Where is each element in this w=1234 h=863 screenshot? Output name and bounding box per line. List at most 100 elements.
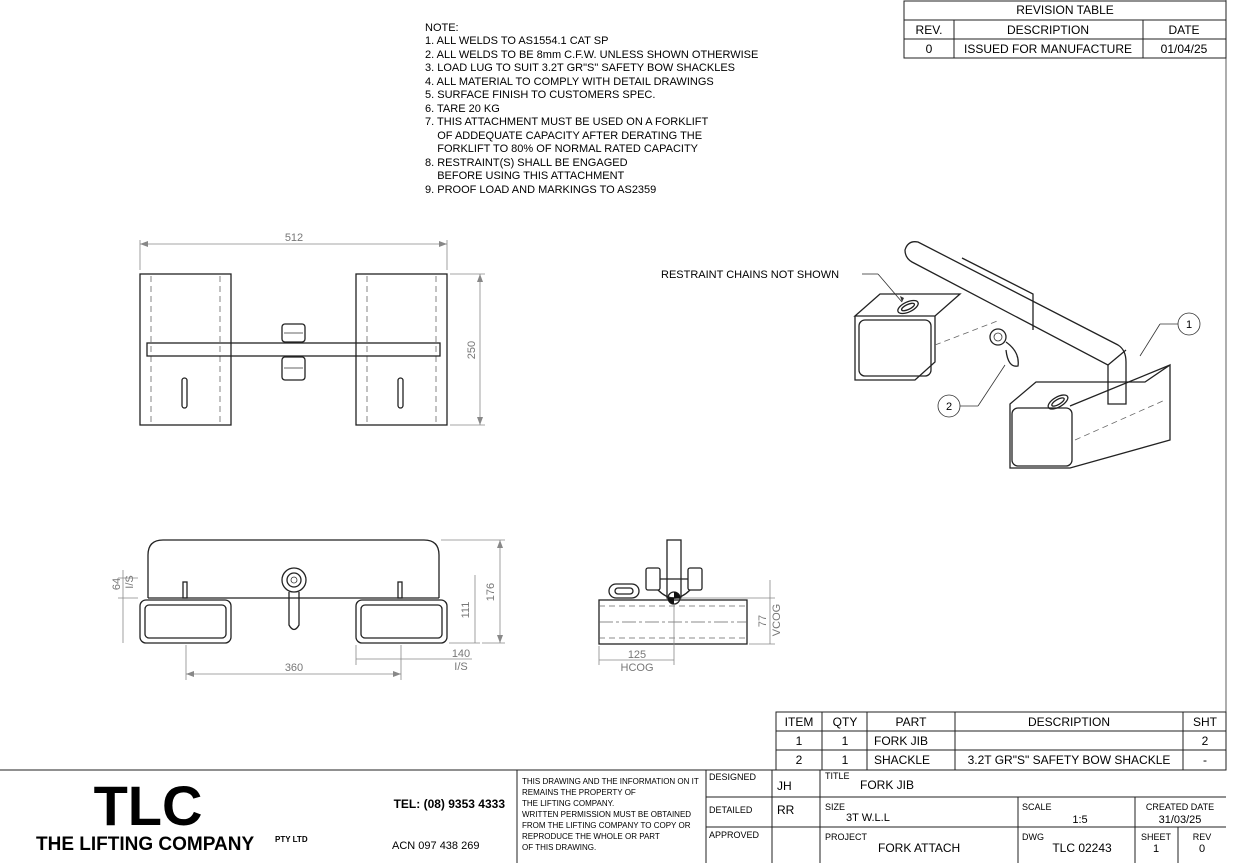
- bom-header-part: PART: [896, 715, 928, 729]
- iso-right-pocket: [1009, 363, 1171, 469]
- dim-inner-label: I/S: [454, 661, 467, 673]
- dim-top-width: 512: [285, 232, 303, 244]
- side-nut-right: [687, 567, 703, 591]
- pocket-left-front: [139, 599, 232, 644]
- dim-inner-140: 140: [452, 648, 470, 660]
- note-line: 2. ALL WELDS TO BE 8mm C.F.W. UNLESS SHO…: [425, 49, 758, 61]
- pin-left: [182, 581, 188, 599]
- jib-beam: [146, 342, 441, 357]
- isometric-view: RESTRAINT CHAINS NOT SHOWN 1 2: [661, 241, 1201, 469]
- dim-is-label: I/S: [124, 575, 136, 588]
- note-line: 9. PROOF LOAD AND MARKINGS TO AS2359: [425, 184, 656, 196]
- created-label: CREATED DATE: [1146, 802, 1214, 812]
- shackle-nut-bottom: [281, 356, 306, 381]
- front-view: 64 I/S 111 176 360 140 I/S: [111, 539, 505, 680]
- bom-header-sht: SHT: [1193, 715, 1218, 729]
- disclaimer-line: FROM THE LIFTING COMPANY TO COPY OR: [522, 821, 691, 830]
- dim-side-125: 125: [628, 649, 646, 661]
- note-line: 1. ALL WELDS TO AS1554.1 CAT SP: [425, 35, 608, 47]
- iso-left-pocket-top: [853, 293, 962, 317]
- disclaimer-line: THE LIFTING COMPANY.: [522, 799, 614, 808]
- revision-header-rev: REV.: [916, 23, 943, 37]
- sheet-label: SHEET: [1141, 832, 1172, 842]
- fork-pocket-right: [355, 273, 448, 426]
- shackle-bow-front: [288, 592, 300, 631]
- bom-table: ITEM QTY PART DESCRIPTION SHT 1 1 FORK J…: [775, 711, 1227, 771]
- fork-pocket-left: [139, 273, 232, 426]
- disclaimer-line: OF THIS DRAWING.: [522, 843, 596, 852]
- company-name: THE LIFTING COMPANY: [36, 834, 254, 855]
- size-value: 3T W.L.L: [846, 812, 890, 824]
- disclaimer-line: REMAINS THE PROPERTY OF: [522, 788, 636, 797]
- pocket-right-front: [355, 599, 448, 644]
- note-line: OF ADDEQUATE CAPACITY AFTER DERATING THE: [425, 130, 702, 142]
- created-value: 31/03/25: [1159, 814, 1202, 826]
- slot-left: [181, 377, 188, 409]
- dim-side-77: 77: [757, 615, 769, 627]
- bom-cell: -: [1203, 753, 1207, 767]
- note-line: 3. LOAD LUG TO SUIT 3.2T GR"S" SAFETY BO…: [425, 62, 735, 74]
- bom-header-description: DESCRIPTION: [1028, 715, 1110, 729]
- side-plate: [666, 539, 682, 599]
- size-label: SIZE: [825, 802, 845, 812]
- company-logo: TLC: [94, 774, 203, 837]
- bom-cell: 1: [842, 734, 849, 748]
- iso-shackle-nut: [989, 328, 1007, 346]
- bom-header-qty: QTY: [833, 715, 858, 729]
- dim-side-vcog: VCOG: [771, 604, 783, 636]
- bom-cell: FORK JIB: [874, 734, 928, 748]
- disclaimer-line: THIS DRAWING AND THE INFORMATION ON IT: [522, 777, 699, 786]
- dim-is-height: 64: [111, 578, 123, 590]
- dim-top-height: 250: [466, 341, 478, 359]
- iso-shackle-bow: [1005, 341, 1019, 367]
- note-line: BEFORE USING THIS ATTACHMENT: [425, 170, 625, 182]
- revision-header-date: DATE: [1168, 23, 1199, 37]
- iso-jib-plate: [904, 241, 1127, 405]
- dim-height-176: 176: [485, 583, 497, 601]
- title-label: TITLE: [825, 771, 850, 781]
- company-tel: TEL: (08) 9353 4333: [394, 797, 506, 811]
- rev-label: REV: [1193, 832, 1212, 842]
- company-suffix: PTY LTD: [275, 835, 308, 844]
- bom-cell: 2: [796, 753, 803, 767]
- balloon-1-label: 1: [1186, 319, 1192, 331]
- dwg-label: DWG: [1022, 832, 1044, 842]
- disclaimer-line: WRITTEN PERMISSION MUST BE OBTAINED: [522, 810, 691, 819]
- side-nut-left: [645, 567, 661, 591]
- dim-side-hcog: HCOG: [621, 662, 654, 674]
- scale-value: 1:5: [1072, 814, 1087, 826]
- revision-cell-description: ISSUED FOR MANUFACTURE: [964, 42, 1132, 56]
- note-line: FORKLIFT TO 80% OF NORMAL RATED CAPACITY: [425, 143, 699, 155]
- top-view: 512 250: [139, 232, 485, 426]
- revision-table-frame: [903, 0, 1227, 59]
- note-line: 7. THIS ATTACHMENT MUST BE USED ON A FOR…: [425, 116, 708, 128]
- detailed-value: RR: [777, 803, 795, 817]
- side-view: 125 HCOG 77 VCOG: [598, 539, 783, 674]
- bom-cell: 3.2T GR"S" SAFETY BOW SHACKLE: [968, 753, 1171, 767]
- revision-cell-rev: 0: [926, 42, 933, 56]
- drawing-title: FORK JIB: [860, 778, 914, 792]
- notes-heading: NOTE:: [425, 22, 459, 34]
- revision-table: REVISION TABLE REV. DESCRIPTION DATE 0 I…: [903, 0, 1227, 59]
- detailed-label: DETAILED: [709, 805, 753, 815]
- revision-header-description: DESCRIPTION: [1007, 23, 1089, 37]
- slot-right: [397, 377, 404, 409]
- disclaimer-line: REPRODUCE THE WHOLE OR PART: [522, 832, 660, 841]
- revision-table-title: REVISION TABLE: [1016, 3, 1114, 17]
- sheet-value: 1: [1153, 843, 1159, 855]
- shackle-eye: [281, 567, 307, 593]
- shackle-nut-top: [281, 323, 306, 343]
- dim-height-111: 111: [460, 602, 472, 619]
- bom-header-item: ITEM: [785, 715, 814, 729]
- company-acn: ACN 097 438 269: [392, 840, 479, 852]
- iso-callout-note: RESTRAINT CHAINS NOT SHOWN: [661, 269, 839, 281]
- note-line: 5. SURFACE FINISH TO CUSTOMERS SPEC.: [425, 89, 655, 101]
- iso-left-pocket-side: [854, 316, 936, 381]
- project-label: PROJECT: [825, 832, 868, 842]
- project-value: FORK ATTACH: [878, 841, 960, 855]
- rev-value: 0: [1199, 843, 1205, 855]
- revision-cell-date: 01/04/25: [1161, 42, 1208, 56]
- notes-block: NOTE: 1. ALL WELDS TO AS1554.1 CAT SP 2.…: [425, 22, 758, 196]
- bom-cell: 1: [842, 753, 849, 767]
